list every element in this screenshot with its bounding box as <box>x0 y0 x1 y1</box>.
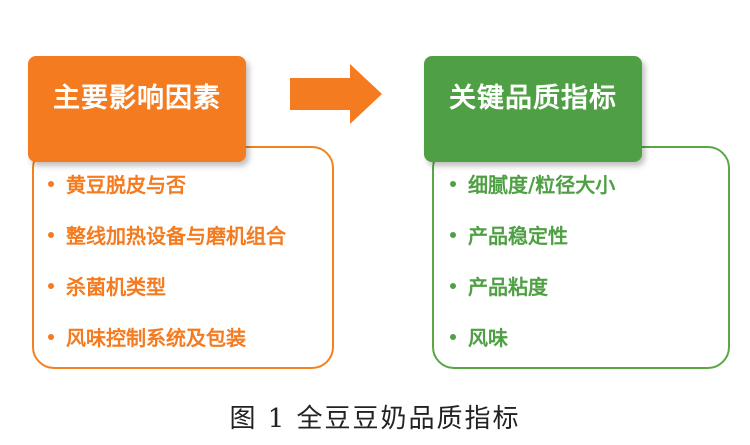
indicator-label: 细腻度/粒径大小 <box>468 173 616 197</box>
list-item: 杀菌机类型 <box>48 260 286 311</box>
indicators-list: 细腻度/粒径大小 产品稳定性 产品粘度 风味 <box>450 158 615 362</box>
factor-label: 整线加热设备与磨机组合 <box>66 224 286 248</box>
bullet-icon <box>450 333 456 340</box>
factors-header: 主要影响因素 <box>28 56 246 162</box>
indicators-panel <box>432 146 730 369</box>
factors-panel <box>32 146 334 369</box>
indicator-label: 风味 <box>468 326 508 350</box>
list-item: 风味控制系统及包装 <box>48 311 286 362</box>
indicators-title: 关键品质指标 <box>449 82 617 114</box>
bullet-icon <box>450 180 456 187</box>
factor-label: 风味控制系统及包装 <box>66 326 246 350</box>
indicator-label: 产品粘度 <box>468 275 548 299</box>
list-item: 黄豆脱皮与否 <box>48 158 286 209</box>
figure-caption: 图 1 全豆豆奶品质指标 <box>229 404 521 434</box>
bullet-icon <box>450 282 456 289</box>
factor-label: 黄豆脱皮与否 <box>66 173 186 197</box>
right-arrow-icon <box>290 64 382 124</box>
list-item: 细腻度/粒径大小 <box>450 158 615 209</box>
list-item: 整线加热设备与磨机组合 <box>48 209 286 260</box>
factors-title: 主要影响因素 <box>53 82 221 114</box>
indicators-header: 关键品质指标 <box>424 56 642 162</box>
bullet-icon <box>450 231 456 238</box>
list-item: 风味 <box>450 311 615 362</box>
factor-label: 杀菌机类型 <box>66 275 166 299</box>
list-item: 产品粘度 <box>450 260 615 311</box>
factors-list: 黄豆脱皮与否 整线加热设备与磨机组合 杀菌机类型 风味控制系统及包装 <box>48 158 286 362</box>
bullet-icon <box>48 333 54 340</box>
list-item: 产品稳定性 <box>450 209 615 260</box>
bullet-icon <box>48 231 54 238</box>
indicator-label: 产品稳定性 <box>468 224 568 248</box>
bullet-icon <box>48 282 54 289</box>
bullet-icon <box>48 180 54 187</box>
